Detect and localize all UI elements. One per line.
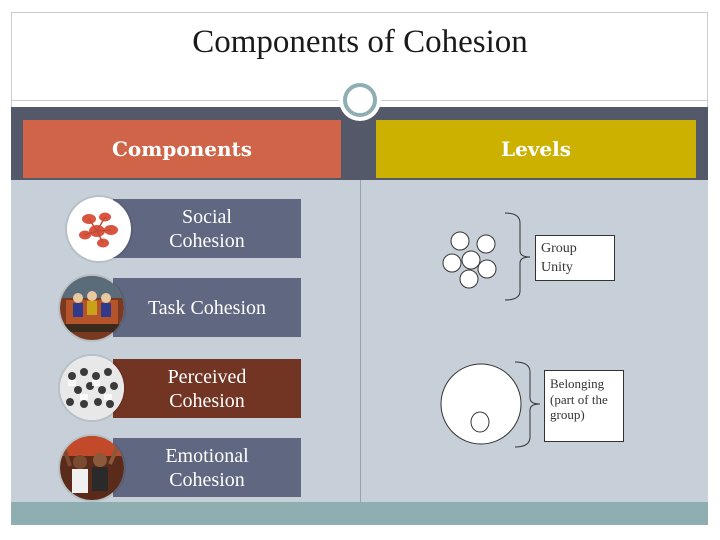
column-divider: [360, 180, 361, 502]
crowd-photo: [60, 356, 124, 420]
levels-header: Levels: [376, 120, 696, 178]
level-belonging: Belonging (part of the group): [544, 370, 624, 442]
component-social-cohesion: Social Cohesion: [113, 199, 301, 258]
belonging-bracket: [514, 361, 540, 448]
level-group-unity: Group Unity: [535, 235, 615, 281]
component-label: Task Cohesion: [147, 296, 267, 319]
levels-diagram: [440, 212, 540, 448]
component-perceived-cohesion: Perceived Cohesion: [113, 359, 301, 418]
group-unity-cluster: [442, 231, 497, 289]
footer-bar: [11, 502, 708, 525]
slide-title: Components of Cohesion: [192, 24, 528, 60]
component-label: Perceived Cohesion: [167, 365, 247, 412]
component-task-cohesion: Task Cohesion: [113, 278, 301, 337]
component-emotional-cohesion: Emotional Cohesion: [113, 438, 301, 497]
component-label: Emotional Cohesion: [165, 444, 249, 491]
title-ornament-icon: [343, 83, 377, 117]
social-network-icon: [67, 197, 131, 261]
belonging-outer-circle: [440, 363, 522, 445]
components-header: Components: [23, 120, 341, 178]
group-unity-bracket: [504, 212, 531, 301]
celebration-photo: [60, 436, 124, 500]
belonging-member-circle: [470, 411, 490, 433]
component-label: Social Cohesion: [169, 205, 245, 252]
team-photo: [60, 276, 124, 340]
